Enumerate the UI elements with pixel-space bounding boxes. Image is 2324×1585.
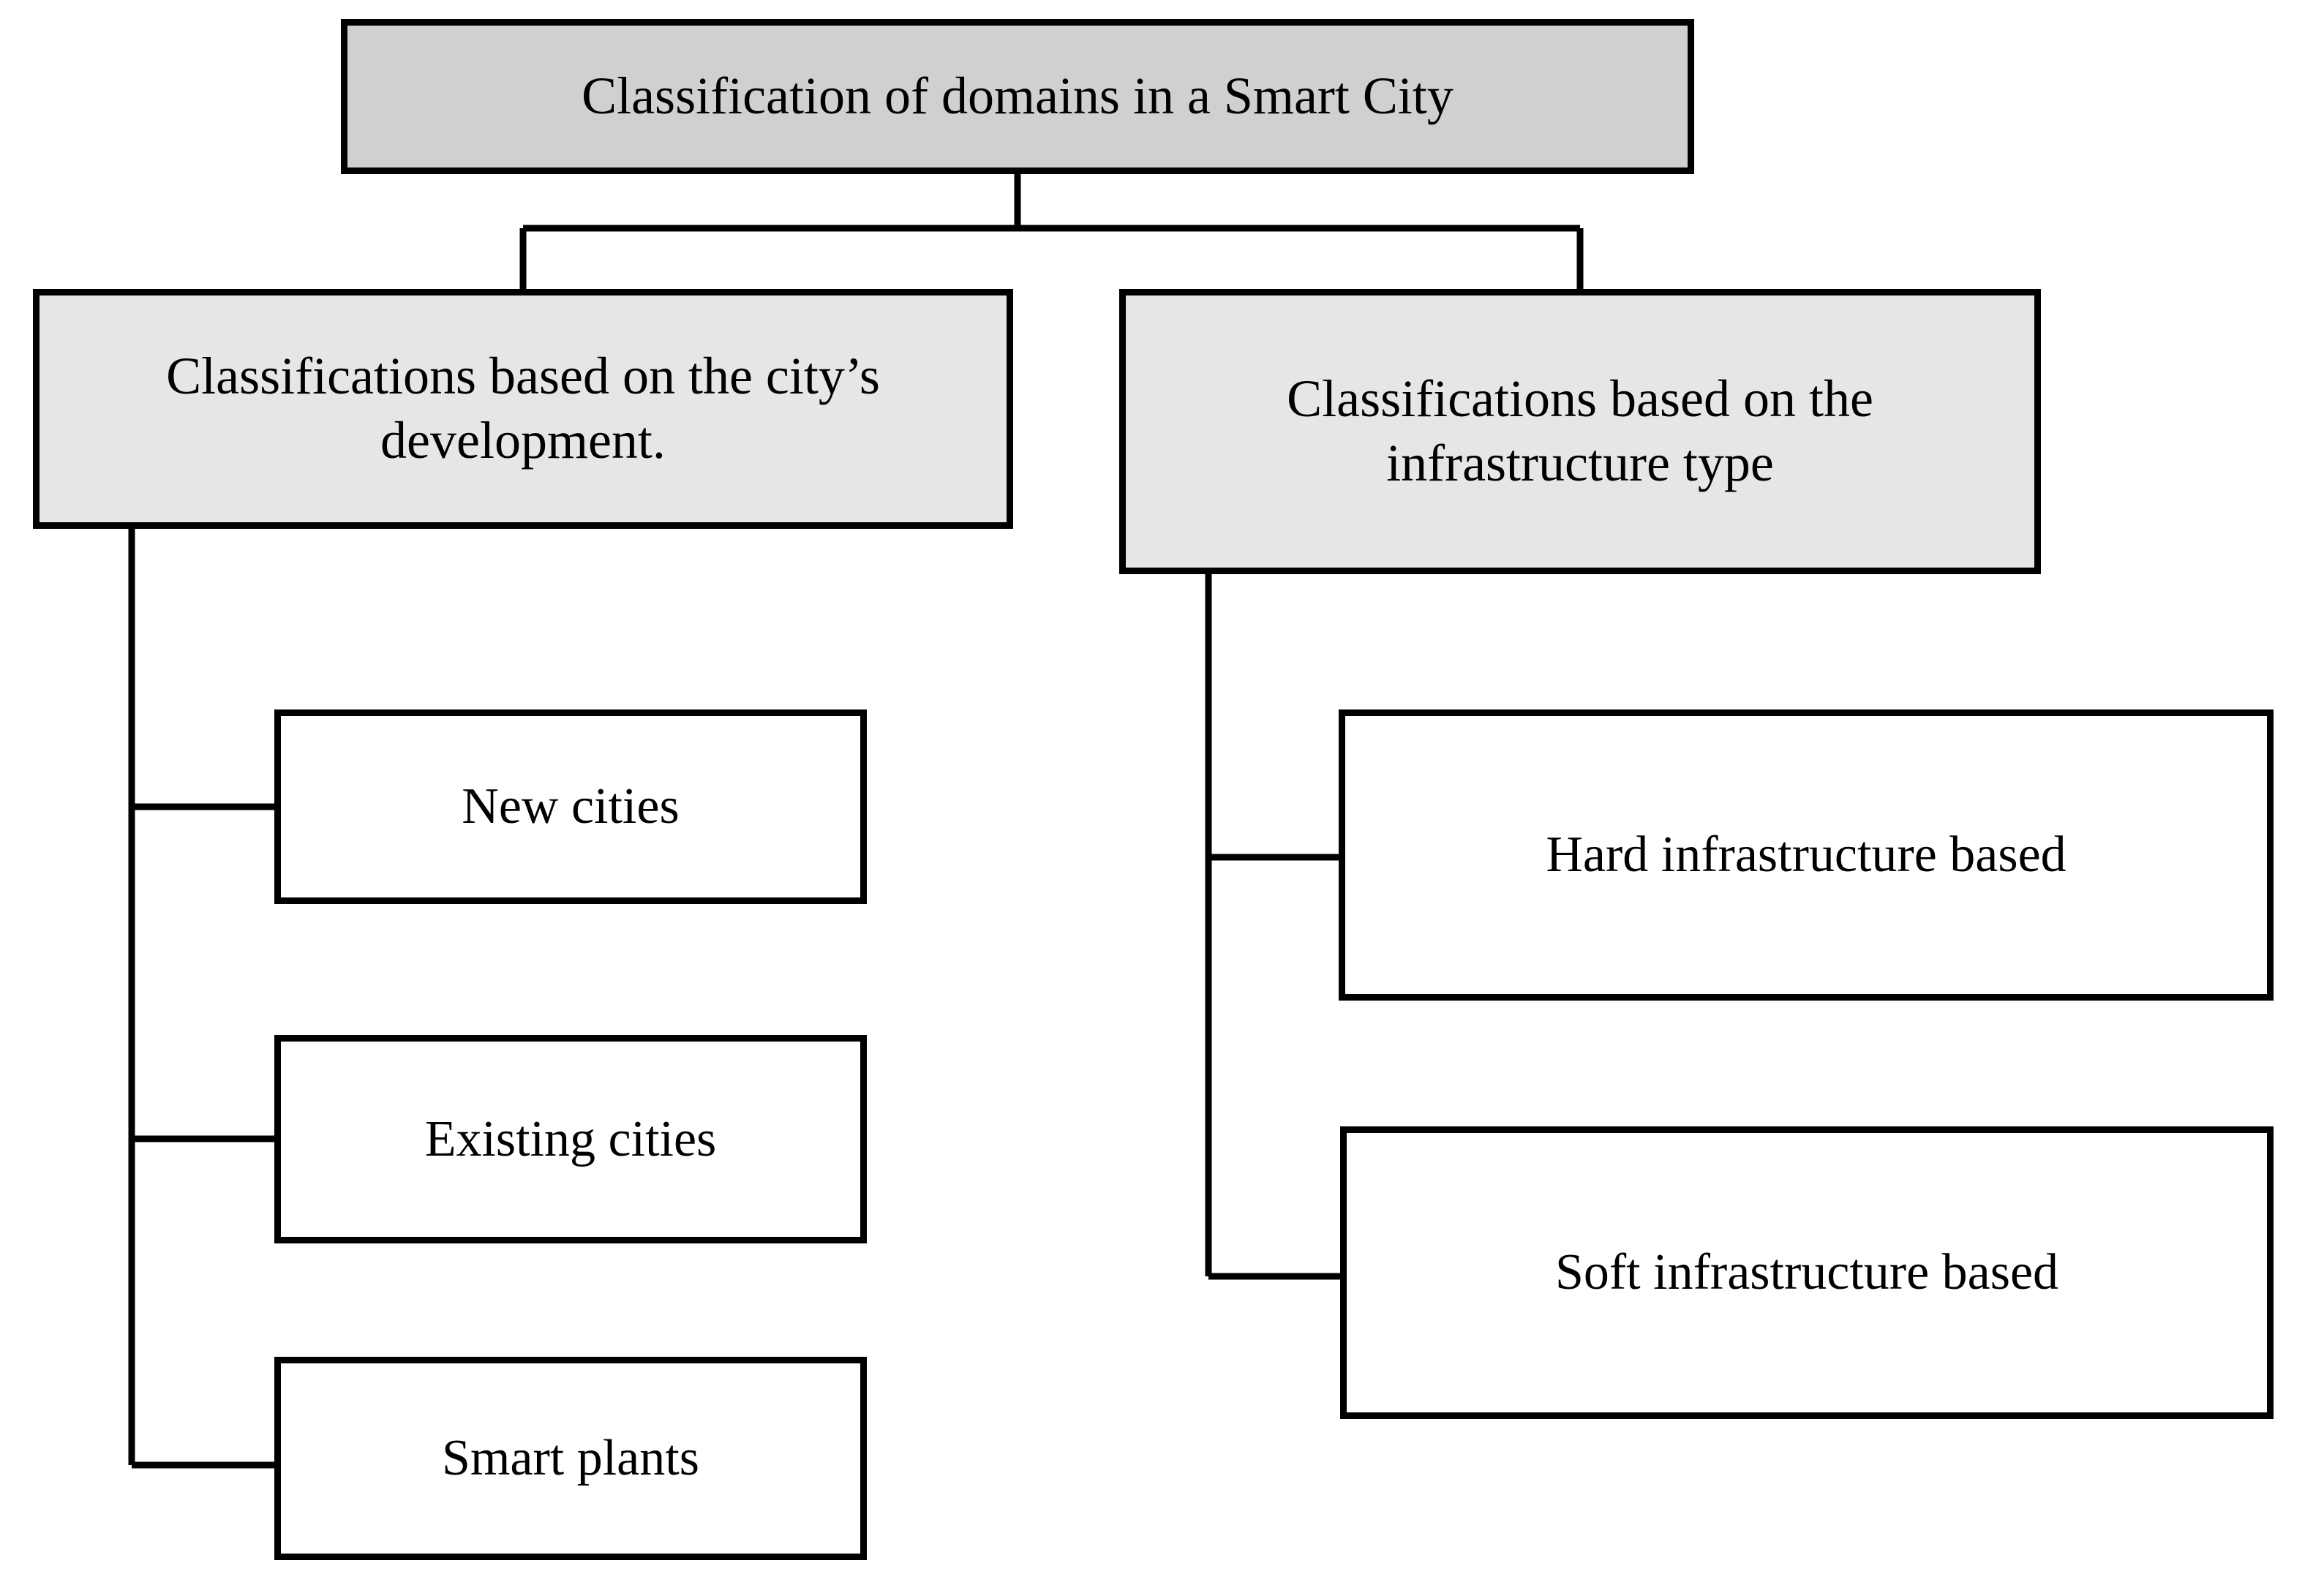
node-leaf-existing-cities[interactable]: Existing cities xyxy=(274,1035,867,1243)
node-branch-city-development[interactable]: Classifications based on the city’s deve… xyxy=(33,289,1013,529)
node-leaf-hard-infrastructure-based-label: Hard infrastructure based xyxy=(1546,827,2067,884)
node-branch-city-development-label: Classifications based on the city’s deve… xyxy=(166,347,880,470)
node-leaf-smart-plants-label: Smart plants xyxy=(442,1430,699,1487)
node-leaf-soft-infrastructure-based[interactable]: Soft infrastructure based xyxy=(1340,1126,2274,1419)
node-leaf-new-cities[interactable]: New cities xyxy=(274,709,867,904)
node-leaf-smart-plants[interactable]: Smart plants xyxy=(274,1357,867,1560)
node-leaf-soft-infrastructure-based-label: Soft infrastructure based xyxy=(1554,1244,2059,1301)
node-root-classification-of-domains[interactable]: Classification of domains in a Smart Cit… xyxy=(341,19,1694,174)
node-leaf-new-cities-label: New cities xyxy=(462,778,680,835)
node-branch-infrastructure-type-label: Classifications based on the infrastruct… xyxy=(1287,369,1873,492)
node-branch-infrastructure-type[interactable]: Classifications based on the infrastruct… xyxy=(1119,289,2041,574)
node-leaf-hard-infrastructure-based[interactable]: Hard infrastructure based xyxy=(1339,709,2274,1001)
node-root-label: Classification of domains in a Smart Cit… xyxy=(582,67,1454,126)
node-leaf-existing-cities-label: Existing cities xyxy=(424,1110,717,1167)
